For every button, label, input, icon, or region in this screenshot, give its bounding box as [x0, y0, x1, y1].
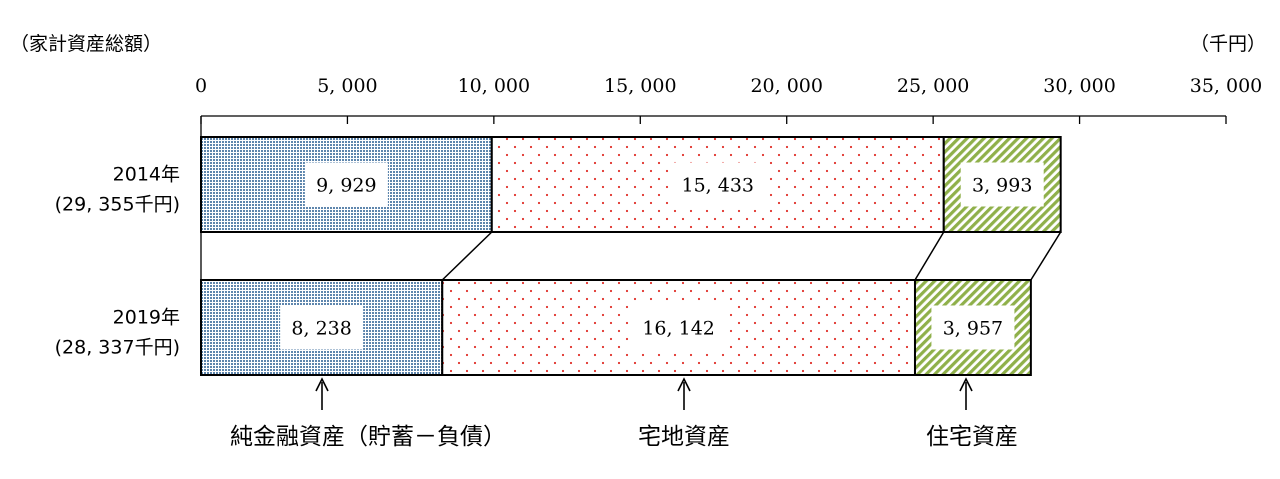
data-label-box [304, 162, 388, 207]
data-label-box [280, 305, 364, 350]
category-year: 2014年 [113, 164, 180, 186]
x-tick-label: 15, 000 [604, 75, 677, 97]
connector-line [1030, 231, 1062, 281]
category-year: 2019年 [113, 307, 180, 329]
x-tick-label: 25, 000 [897, 75, 970, 97]
data-label-box [671, 162, 765, 207]
legend-label: 純金融資産（貯蓄－負債） [230, 424, 506, 450]
data-label: 16, 142 [642, 318, 715, 340]
data-label: 15, 433 [681, 175, 754, 197]
segment-connectors [441, 231, 1062, 281]
data-label-box [960, 162, 1044, 207]
legend-label: 住宅資産 [926, 424, 1018, 450]
x-tick-label: 0 [195, 75, 207, 97]
data-label: 3, 957 [943, 318, 1003, 340]
y-axis-title: （家計資産総額） [10, 33, 162, 55]
category-labels: 2014年 (29, 355千円) 2019年 (28, 337千円) [55, 164, 180, 359]
data-label-box [631, 305, 726, 350]
category-total: (28, 337千円) [55, 337, 180, 359]
category-total: (29, 355千円) [55, 194, 180, 216]
x-axis: 0 5, 000 10, 000 15, 000 20, 000 25, 000 30, 0… [195, 75, 1262, 375]
connector-line [914, 231, 945, 281]
unit-label: （千円） [1190, 33, 1266, 55]
legend-arrow-head [315, 377, 329, 392]
data-label-box [931, 305, 1015, 350]
data-label: 8, 238 [291, 318, 351, 340]
connector-line [441, 231, 493, 281]
legend-arrow-head [959, 377, 973, 392]
x-tick-label: 5, 000 [317, 75, 377, 97]
x-tick-label: 30, 000 [1043, 75, 1116, 97]
legend-label: 宅地資産 [638, 424, 730, 450]
legend-arrow-head [677, 377, 691, 392]
x-tick-label: 20, 000 [750, 75, 823, 97]
x-tick-label: 35, 000 [1190, 75, 1263, 97]
bars: 9, 929 15, 433 3, 993 8, 238 16, 142 3, 957 [200, 136, 1062, 376]
legend-arrows: 純金融資産（貯蓄－負債） 宅地資産 住宅資産 [230, 377, 1018, 450]
x-tick-label: 10, 000 [458, 75, 531, 97]
data-label: 3, 993 [972, 175, 1032, 197]
data-label: 9, 929 [316, 175, 376, 197]
